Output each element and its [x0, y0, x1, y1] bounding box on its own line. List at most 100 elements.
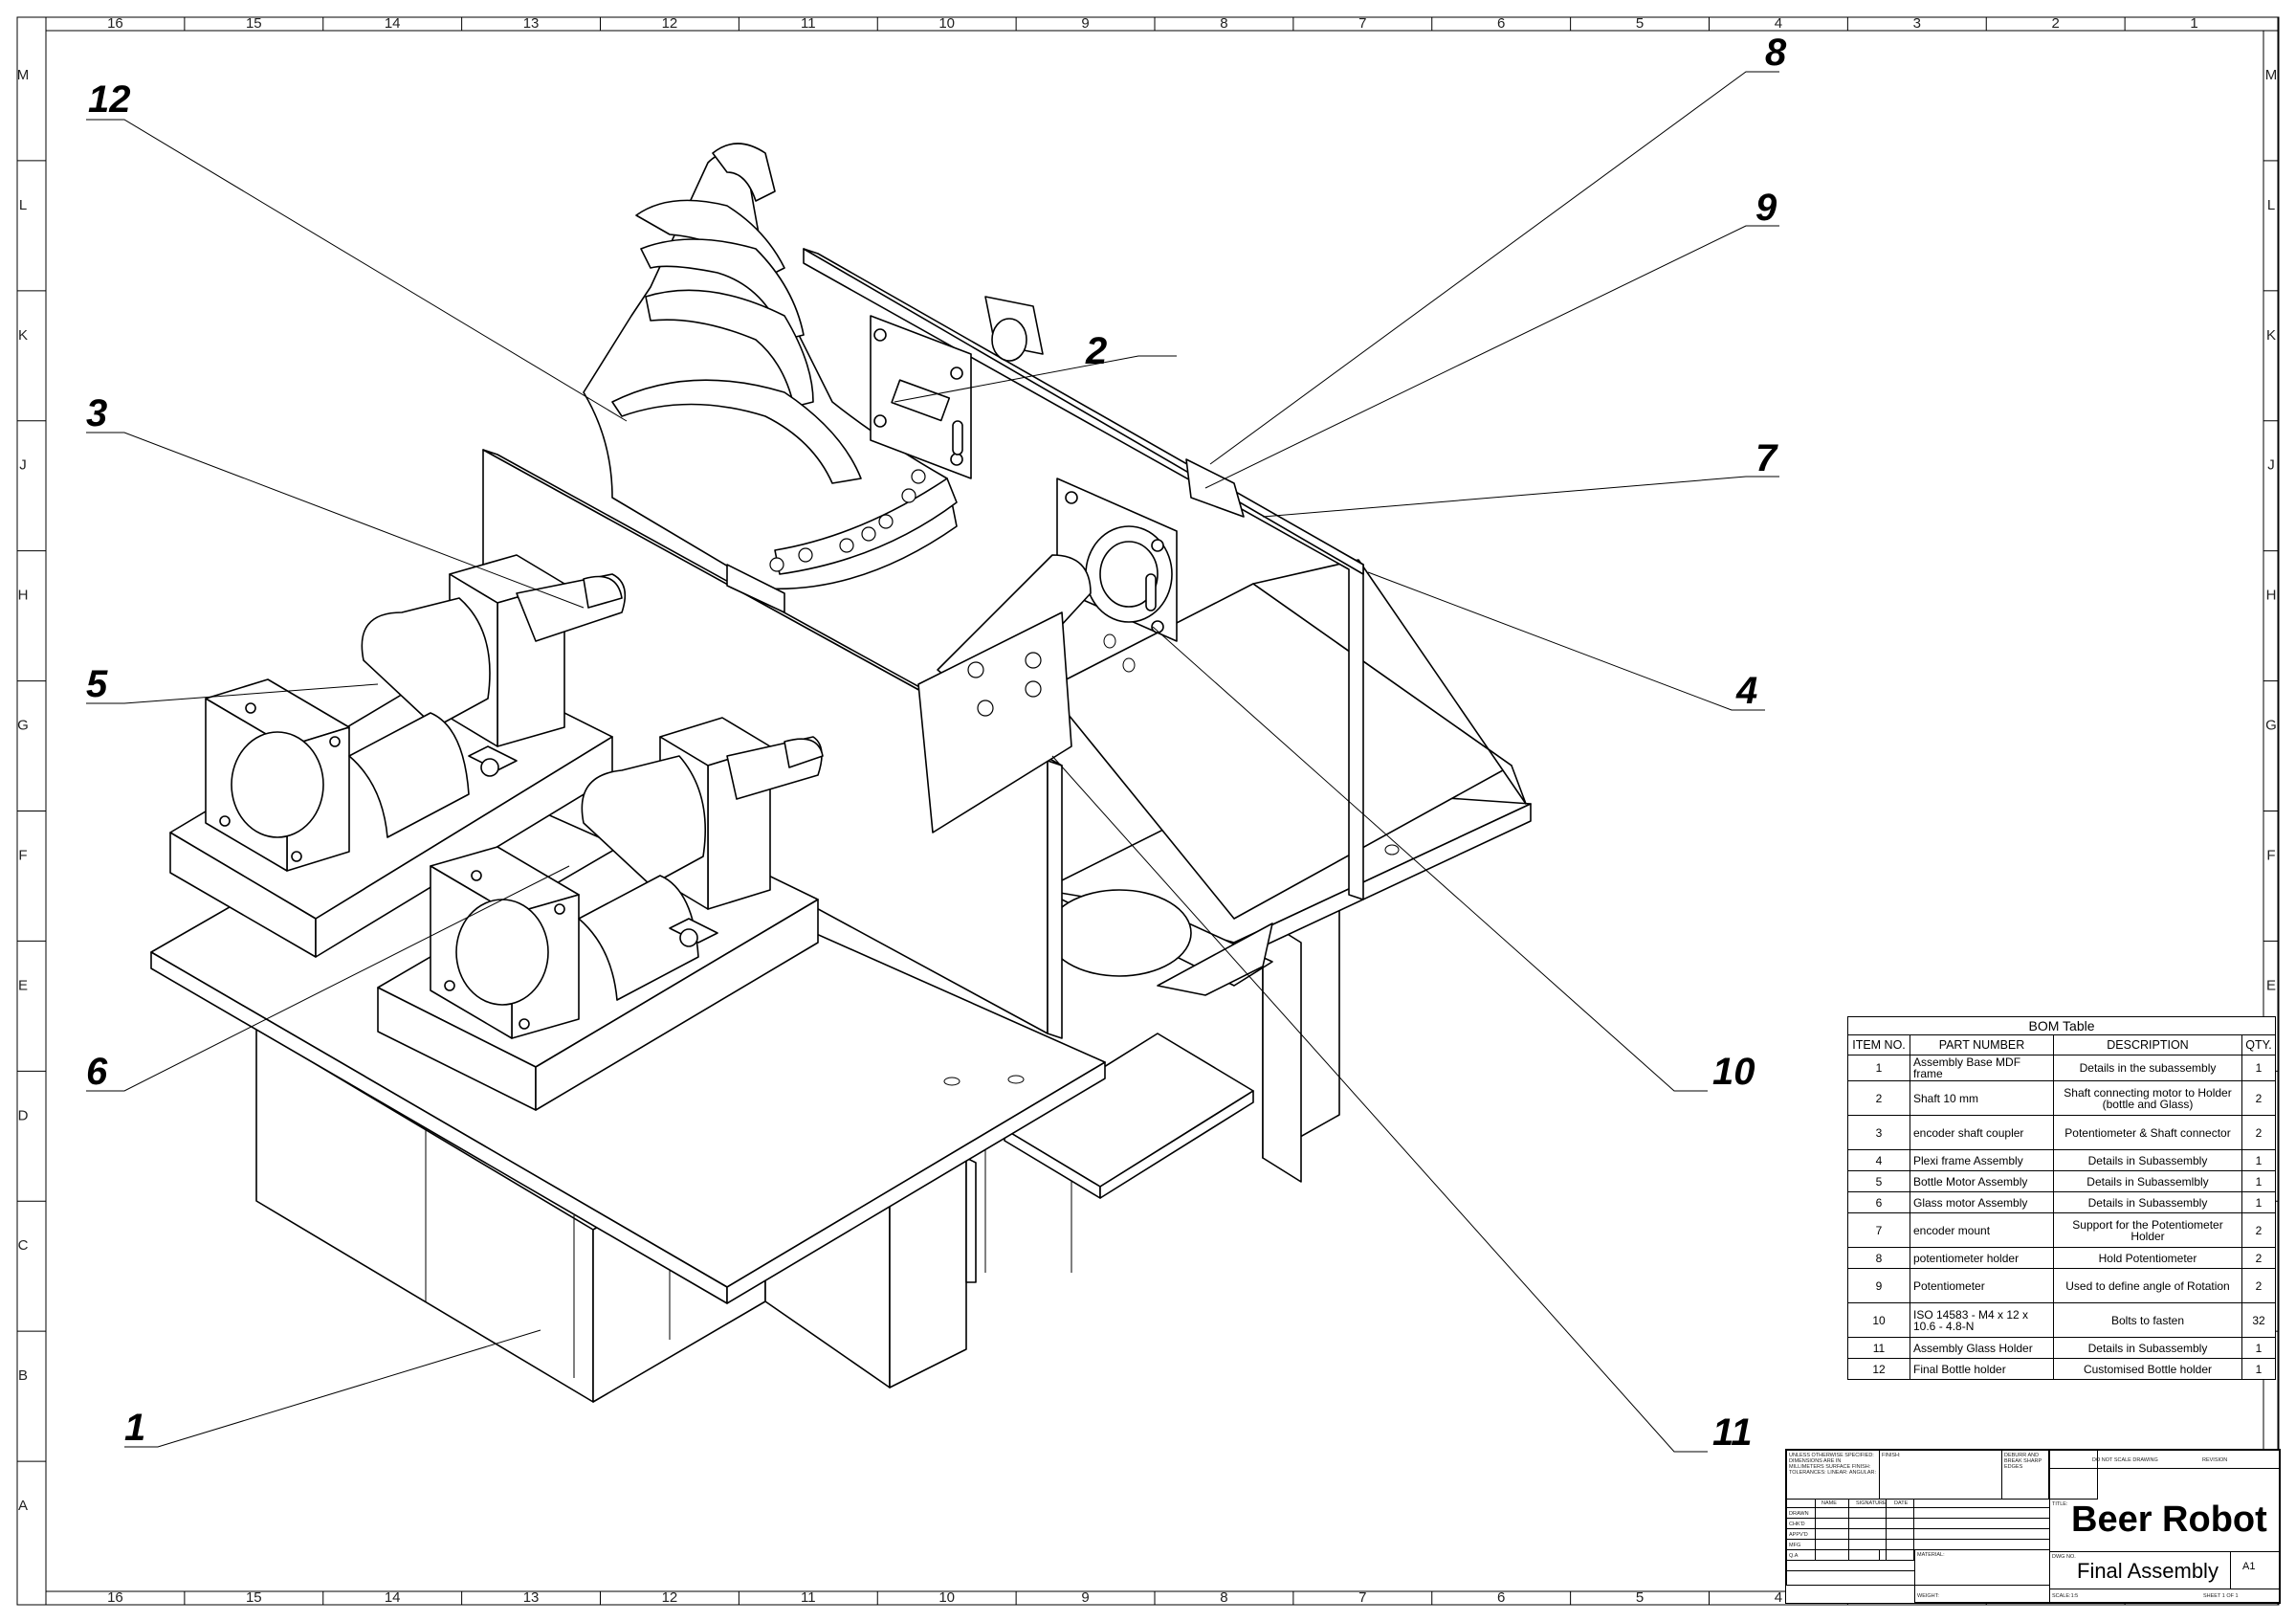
bom-cell-item: 12 — [1847, 1358, 1910, 1380]
revision-label: REVISION — [2202, 1457, 2228, 1463]
zone-column-label-top: 7 — [1358, 15, 1366, 32]
bom-cell-desc: Details in the subassembly — [2053, 1055, 2242, 1081]
zone-column-label-top: 11 — [801, 15, 816, 32]
checked-label: CHK'D — [1789, 1522, 1805, 1527]
zone-row-label-right: F — [2266, 847, 2275, 863]
approved-label: APPV'D — [1789, 1532, 1808, 1538]
zone-column-label-top: 12 — [662, 15, 678, 32]
encoder-mount-lower — [917, 478, 1178, 833]
bom-cell-desc: Details in Subassembly — [2053, 1337, 2242, 1359]
bom-cell-part: Shaft 10 mm — [1910, 1080, 2054, 1116]
zone-row-label-right: E — [2266, 977, 2276, 993]
bom-cell-item: 3 — [1847, 1115, 1910, 1150]
mfg-label: MFG — [1789, 1543, 1801, 1548]
sheet-size: A1 — [2242, 1561, 2256, 1572]
bom-cell-qty: 1 — [2241, 1337, 2276, 1359]
title-label: TITLE: — [2052, 1501, 2068, 1507]
material-label: MATERIAL: — [1917, 1552, 1945, 1558]
bom-cell-desc: Customised Bottle holder — [2053, 1358, 2242, 1380]
zone-column-label-top: 8 — [1220, 15, 1227, 32]
bom-cell-part: encoder shaft coupler — [1910, 1115, 2054, 1150]
bom-cell-part: Assembly Base MDF frame — [1910, 1055, 2054, 1081]
bom-cell-qty: 32 — [2241, 1302, 2276, 1338]
bom-cell-qty: 1 — [2241, 1358, 2276, 1380]
zone-column-label-top: 3 — [1913, 15, 1921, 32]
zone-column-label-top: 16 — [107, 15, 123, 32]
zone-column-label-top: 14 — [385, 15, 401, 32]
bom-cell-item: 8 — [1847, 1247, 1910, 1269]
bom-cell-part: ISO 14583 - M4 x 12 x 10.6 - 4.8-N — [1910, 1302, 2054, 1338]
date-header: DATE — [1894, 1500, 1909, 1506]
bom-cell-part: Assembly Glass Holder — [1910, 1337, 2054, 1359]
zone-column-label-bottom: 9 — [1081, 1589, 1089, 1606]
tolerance-notes: UNLESS OTHERWISE SPECIFIED: DIMENSIONS A… — [1789, 1453, 1876, 1476]
right-support — [1047, 559, 1527, 920]
sheet-label: SHEET 1 OF 1 — [2203, 1593, 2239, 1599]
bom-cell-part: Bottle Motor Assembly — [1910, 1170, 2054, 1192]
bom-cell-qty: 1 — [2241, 1170, 2276, 1192]
bom-cell-part: Plexi frame Assembly — [1910, 1149, 2054, 1171]
bom-cell-desc: Hold Potentiometer — [2053, 1247, 2242, 1269]
bom-header-item: ITEM NO. — [1847, 1034, 1910, 1055]
bom-cell-qty: 2 — [2241, 1268, 2276, 1303]
zone-row-label-left: L — [19, 197, 27, 213]
deburr-note: DEBURR AND BREAK SHARP EDGES — [2004, 1453, 2042, 1470]
drawing-number: Final Assembly — [2077, 1559, 2219, 1583]
bom-cell-item: 6 — [1847, 1191, 1910, 1213]
glass-motor-assembly — [377, 717, 824, 1111]
zone-column-label-bottom: 11 — [801, 1589, 816, 1606]
qa-label: Q.A — [1789, 1553, 1799, 1559]
drawing-title: Beer Robot — [2071, 1500, 2267, 1540]
zone-row-label-left: K — [18, 327, 28, 344]
zone-column-label-top: 4 — [1775, 15, 1782, 32]
balloon-labels: 12 2 3 4 5 6 7 8 9 10 11 1 — [86, 32, 1787, 1454]
bom-header-part: PART NUMBER — [1910, 1034, 2054, 1055]
bom-cell-item: 9 — [1847, 1268, 1910, 1303]
bom-title: BOM Table — [1847, 1016, 2276, 1035]
zone-column-label-bottom: 5 — [1636, 1589, 1644, 1606]
bom-cell-item: 7 — [1847, 1212, 1910, 1248]
zone-column-label-top: 2 — [2052, 15, 2060, 32]
balloon-10: 10 — [1712, 1051, 1755, 1093]
zone-row-label-left: D — [18, 1107, 29, 1123]
zone-row-label-right: G — [2265, 718, 2277, 734]
bom-cell-part: Potentiometer — [1910, 1268, 2054, 1303]
bottle-motor-assembly — [169, 554, 627, 958]
bom-cell-part: Final Bottle holder — [1910, 1358, 2054, 1380]
bom-cell-qty: 2 — [2241, 1247, 2276, 1269]
balloon-3: 3 — [86, 392, 107, 434]
dwg-no-label: DWG NO. — [2052, 1554, 2076, 1560]
zone-row-label-left: G — [17, 718, 29, 734]
balloon-11: 11 — [1712, 1411, 1753, 1454]
leader-lines — [86, 71, 1779, 1453]
zone-row-label-right: J — [2267, 457, 2275, 474]
assembly-drawing: 12 2 3 4 5 6 7 8 9 10 11 1 — [86, 32, 1787, 1454]
balloon-1: 1 — [124, 1407, 145, 1449]
zone-column-label-top: 1 — [2190, 15, 2197, 32]
bom-cell-qty: 2 — [2241, 1080, 2276, 1116]
bom-cell-desc: Details in Subassemlbly — [2053, 1170, 2242, 1192]
zone-row-label-right: H — [2266, 588, 2277, 604]
zone-labels: 1616151514141313121211111010998877665544… — [17, 15, 2278, 1606]
zone-row-label-right: M — [2265, 67, 2278, 83]
bom-header-qty: QTY. — [2241, 1034, 2276, 1055]
bom-cell-desc: Used to define angle of Rotation — [2053, 1268, 2242, 1303]
zone-column-label-bottom: 8 — [1220, 1589, 1227, 1606]
zone-column-label-top: 15 — [246, 15, 262, 32]
zone-column-label-bottom: 13 — [523, 1589, 540, 1606]
balloon-5: 5 — [86, 663, 108, 705]
zone-column-label-bottom: 15 — [246, 1589, 262, 1606]
balloon-7: 7 — [1755, 437, 1778, 479]
zone-column-label-bottom: 7 — [1358, 1589, 1366, 1606]
zone-row-label-right: K — [2266, 327, 2276, 344]
zone-column-label-top: 10 — [938, 15, 955, 32]
